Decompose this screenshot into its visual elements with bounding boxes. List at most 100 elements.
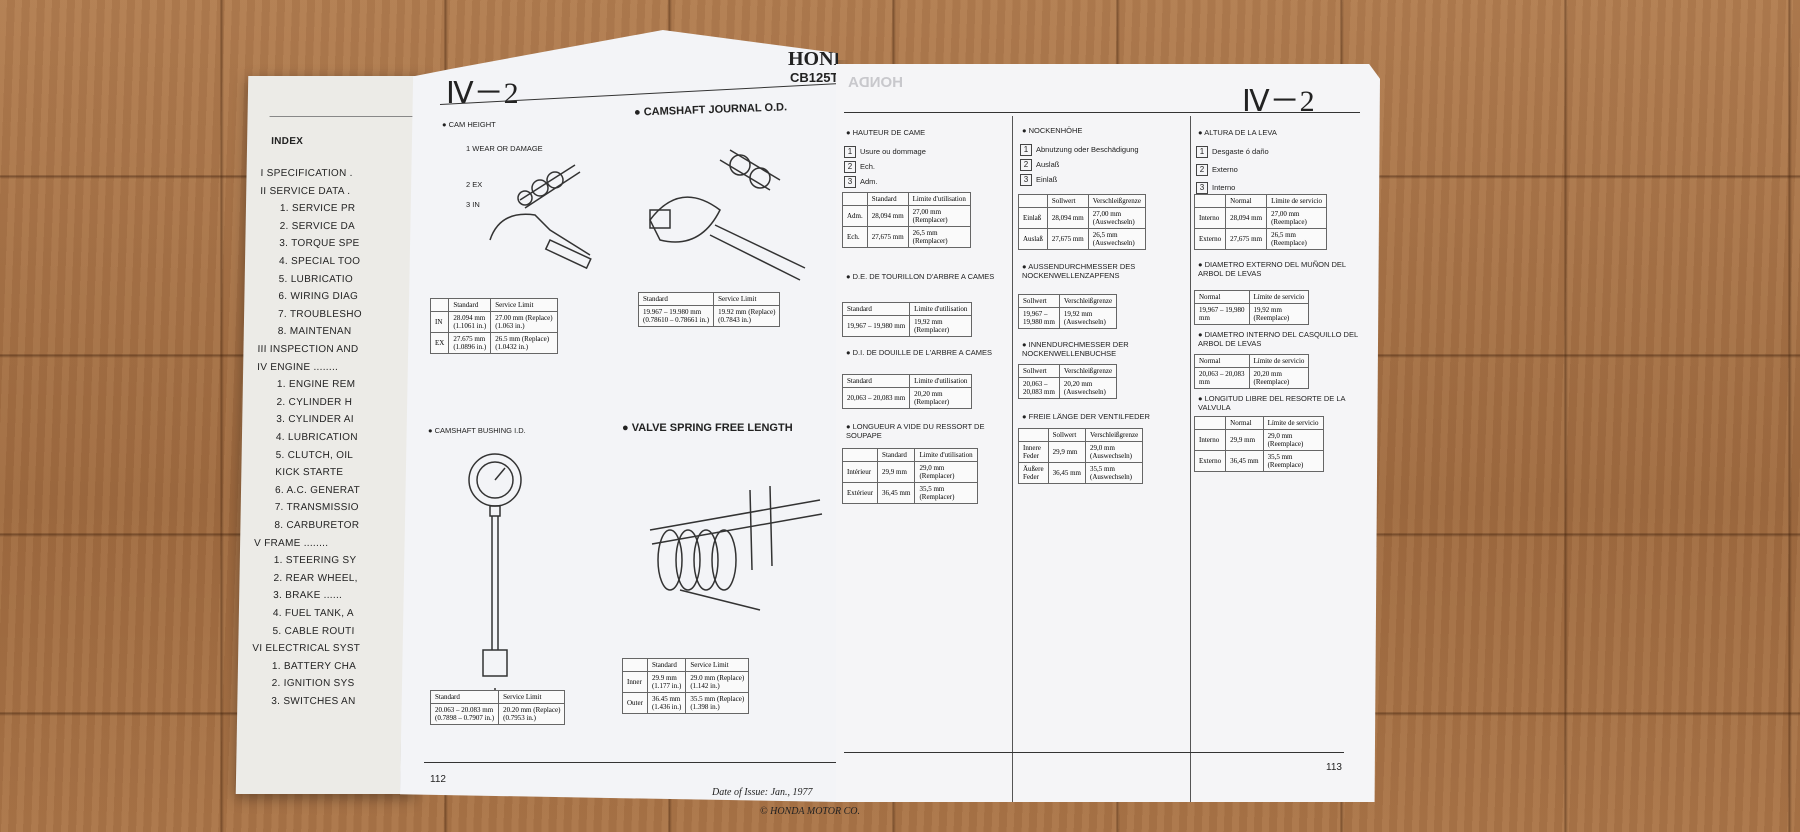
table-cell: 28,094 mm [1225, 207, 1268, 229]
table-row: 20.063 – 20.083 mm (0.7898 – 0.7907 in.)… [429, 703, 566, 725]
table-cell: Interno [1193, 429, 1227, 451]
fr-title-1: ● HAUTEUR DE CAME [846, 128, 926, 137]
index-item: 4. SPECIAL TOO [278, 256, 361, 267]
table-header-cell: Sollwert [1018, 364, 1060, 378]
table-header-cell [1193, 416, 1227, 430]
table-cell: 28,094 mm [1046, 207, 1089, 229]
table-cell: 36,45 mm [877, 482, 916, 504]
table-header-cell: Límite de servicio [1248, 290, 1310, 304]
bushing-title: ● CAMSHAFT BUSHING I.D. [428, 426, 526, 435]
table-cell: EX [429, 332, 450, 354]
table-header-cell: Limite d'utilisation [909, 302, 973, 316]
table-cell: 35,5 mm (Auswechseln) [1084, 462, 1144, 484]
left-page: Ⅳ－2 HONDA CB125T ● CAM HEIGHT 1 WEAR OR … [400, 30, 838, 802]
index-item: 3. CYLINDER AI [276, 414, 354, 426]
right-page-number: 113 [1326, 762, 1342, 773]
table-cell: 29,0 mm (Reemplace) [1262, 429, 1324, 451]
table-cell: Externo [1193, 450, 1227, 472]
table-cell: Inner [622, 671, 648, 693]
index-item: 1. SERVICE PR [279, 203, 356, 215]
index-item: 1. BATTERY CHA [271, 660, 357, 672]
table-header-cell [1193, 194, 1227, 208]
table-cell: 29.9 mm (1.177 in.) [646, 671, 687, 693]
table-cell: 27,675 mm [1225, 228, 1268, 250]
table-cell: Outer [622, 692, 648, 714]
table-cell: 35,5 mm (Remplacer) [914, 482, 978, 504]
index-item: 5. CABLE ROUTI [272, 625, 355, 637]
table-cell: 28,094 mm [866, 205, 909, 227]
table-cell: 26,5 mm (Auswechseln) [1087, 228, 1146, 250]
index-item: 5. CLUTCH, OIL [275, 449, 354, 461]
table-header-cell: Normal [1194, 354, 1250, 368]
column-divider-2 [1190, 116, 1191, 802]
table-cell: 27.675 mm (1.0896 in.) [448, 332, 492, 354]
date-of-issue: Date of Issue: Jan., 1977 [712, 787, 813, 798]
table-header-cell: Standard [448, 298, 492, 312]
index-item: 7. TROUBLESHO [278, 308, 362, 320]
table-header-cell: Límite de servicio [1262, 416, 1324, 430]
table-header-cell: Service Limit [685, 658, 750, 672]
index-title: INDEX [271, 136, 304, 147]
table-cell: Innere Feder [1018, 441, 1049, 463]
index-item: 7. TRANSMISSIO [274, 502, 359, 514]
fr-title-3: ● D.I. DE DOUILLE DE L'ARBRE A CAMES [846, 348, 993, 357]
table-header-cell: Límite de servicio [1248, 354, 1310, 368]
table-header-cell: Verschleißgrenze [1087, 194, 1146, 208]
table-cell: 29.0 mm (Replace) (1.142 in.) [685, 671, 750, 693]
index-rule [269, 116, 429, 117]
model-label: CB125T [790, 70, 838, 85]
table-header-cell [841, 448, 879, 462]
table-cell: 27,00 mm (Auswechseln) [1087, 207, 1146, 229]
table-cell: Einlaß [1018, 207, 1048, 229]
index-item: KICK STARTE [275, 467, 344, 479]
es-title-1: ● ALTURA DE LA LEVA [1198, 128, 1277, 137]
table-header-cell: Standard [841, 302, 911, 316]
table-header-cell: Limite d'utilisation [907, 192, 971, 206]
table-cell: Auslaß [1018, 228, 1048, 250]
index-item: V FRAME ........ [254, 537, 329, 549]
table-cell: Ech. [842, 226, 868, 248]
table-cell: 36,45 mm [1225, 450, 1264, 472]
table-cell: 19,92 mm (Reemplace) [1248, 303, 1310, 325]
spring-title: ● VALVE SPRING FREE LENGTH [622, 422, 793, 434]
journal-micrometer-illustration [649, 149, 806, 281]
table-header-cell: Sollwert [1046, 194, 1089, 208]
table-cell: 19.92 mm (Replace) (0.7843 in.) [713, 305, 781, 327]
table-cell: Interno [1193, 207, 1227, 229]
index-item: 2. IGNITION SYS [271, 678, 355, 690]
table-cell: 19,92 mm (Auswechseln) [1058, 307, 1118, 329]
index-item: 2. REAR WHEEL, [273, 572, 358, 584]
table-cell: 27,00 mm (Reemplace) [1266, 207, 1327, 229]
table-header-cell: Service Limit [713, 292, 781, 306]
table-header-cell: Limite d'utilisation [909, 374, 973, 388]
bleed-through-logo: HONDA [848, 74, 903, 91]
table-row: 19.967 – 19.980 mm (0.78610 – 0.78661 in… [637, 305, 781, 327]
table-cell: 35.5 mm (Replace) (1.398 in.) [685, 692, 750, 714]
cam-label-3: 3 IN [466, 200, 480, 209]
cam-label-2: 2 EX [466, 180, 483, 189]
table-header-cell: Standard [646, 658, 687, 672]
table-header-cell [1018, 428, 1049, 442]
table-cell: 27,00 mm (Remplacer) [907, 205, 971, 227]
table-header-cell: Verschleißgrenze [1058, 294, 1118, 308]
table-header-cell: Sollwert [1018, 294, 1060, 308]
index-item: 3. BRAKE ...... [273, 590, 343, 602]
